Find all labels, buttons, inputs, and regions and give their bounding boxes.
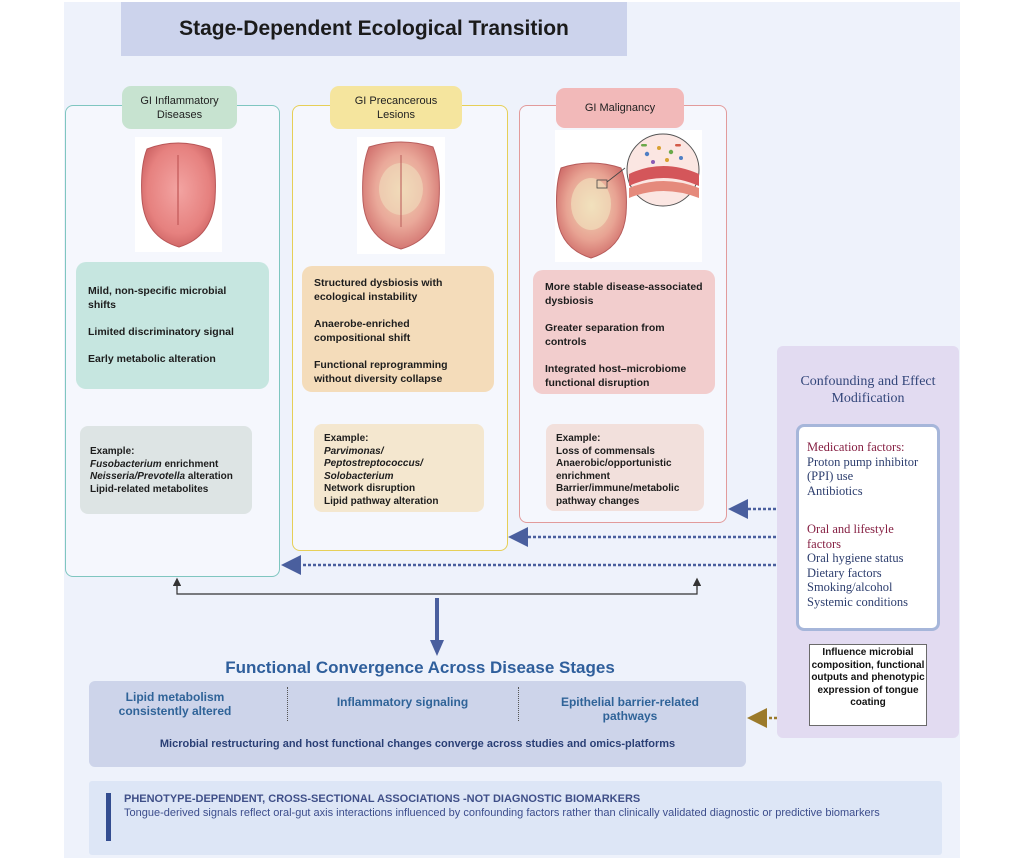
tongue-with-microbiome-magnifier-icon	[556, 133, 700, 259]
stage-precancerous-features: Structured dysbiosis with ecological ins…	[302, 266, 494, 392]
stage-inflammatory-example: Example: Fusobacterium enrichment Neisse…	[80, 426, 252, 514]
tongue-inflammatory-illustration	[135, 137, 222, 252]
example-line: Lipid pathway alteration	[324, 495, 439, 507]
stage-inflammatory-label: GI Inflammatory Diseases	[122, 86, 237, 129]
feature-item: Greater separation from controls	[545, 322, 665, 348]
lifestyle-item: Oral hygiene status	[807, 551, 904, 565]
tongue-precancerous-illustration	[357, 137, 445, 254]
confounding-factors-box: Medication factors: Proton pump inhibito…	[796, 424, 940, 631]
example-label: Example:	[90, 446, 135, 457]
feature-item: Functional reprogramming without diversi…	[314, 359, 448, 385]
lifestyle-item: Systemic conditions	[807, 594, 909, 609]
phenotype-body: Tongue-derived signals reflect oral-gut …	[124, 807, 880, 819]
medication-factors-heading: Medication factors:	[807, 440, 905, 454]
feature-item: Limited discriminatory signal	[88, 326, 234, 338]
convergence-divider	[287, 687, 288, 721]
figure-title: Stage-Dependent Ecological Transition	[179, 17, 569, 40]
confounding-title: Confounding and Effect Modification	[800, 374, 936, 406]
stage-precancerous-example: Example: Parvimonas/ Peptostreptococcus/…	[314, 424, 484, 512]
example-line: Barrier/immune/metabolic pathway changes	[556, 483, 680, 507]
feature-item: More stable disease-associated dysbiosis	[545, 281, 703, 307]
example-line: Loss of commensals	[556, 445, 655, 457]
stage-inflammatory-features: Mild, non-specific microbial shifts Limi…	[76, 262, 269, 389]
stage-malignancy-example: Example: Loss of commensals Anaerobic/op…	[546, 424, 704, 511]
title-banner: Stage-Dependent Ecological Transition	[121, 2, 627, 56]
stage-bracket-line	[176, 583, 698, 595]
stage-malignancy-features: More stable disease-associated dysbiosis…	[533, 270, 715, 394]
medication-item: Proton pump inhibitor (PPI) use	[807, 454, 919, 484]
example-label: Example:	[556, 433, 601, 444]
example-line: Peptostreptococcus/	[324, 458, 423, 469]
phenotype-note: PHENOTYPE-DEPENDENT, CROSS-SECTIONAL ASS…	[124, 792, 924, 820]
feature-item: Structured dysbiosis with ecological ins…	[314, 277, 443, 303]
tongue-malignancy-illustration	[555, 130, 702, 262]
coated-tongue-icon	[362, 141, 440, 250]
convergence-box	[89, 681, 746, 767]
lifestyle-factors-heading: Oral and lifestyle factors	[807, 522, 894, 551]
phenotype-accent-bar	[106, 793, 111, 841]
example-label: Example:	[324, 433, 369, 444]
convergence-item-barrier: Epithelial barrier-related pathways	[560, 695, 700, 723]
example-line: Network disruption	[324, 483, 416, 494]
convergence-item-inflammatory: Inflammatory signaling	[336, 695, 469, 709]
convergence-summary: Microbial restructuring and host functio…	[159, 738, 676, 750]
feature-item: Anaerobe-enriched compositional shift	[314, 318, 411, 344]
feature-item: Mild, non-specific microbial shifts	[88, 285, 227, 311]
convergence-divider	[518, 687, 519, 721]
example-line: Neisseria/Prevotella alteration	[90, 471, 233, 482]
convergence-title: Functional Convergence Across Disease St…	[225, 658, 615, 677]
phenotype-note-box	[89, 781, 942, 855]
feature-item: Integrated host–microbiome functional di…	[545, 363, 687, 389]
medication-item: Antibiotics	[807, 483, 863, 498]
example-line: Fusobacterium enrichment	[90, 458, 219, 470]
phenotype-title: PHENOTYPE-DEPENDENT, CROSS-SECTIONAL ASS…	[124, 793, 641, 805]
stage-malignancy-label: GI Malignancy	[556, 88, 684, 128]
feature-item: Early metabolic alteration	[88, 353, 216, 365]
influence-box: Influence microbial composition, functio…	[809, 644, 927, 726]
example-line: Lipid-related metabolites	[90, 483, 209, 495]
tongue-icon	[141, 142, 216, 248]
lifestyle-item: Smoking/alcohol	[807, 580, 893, 594]
convergence-item-lipid: Lipid metabolism consistently altered	[118, 690, 232, 718]
example-line: Anaerobic/opportunistic enrichment	[556, 458, 672, 482]
example-line: Parvimonas/	[324, 445, 384, 457]
stage-precancerous-label: GI Precancerous Lesions	[330, 86, 462, 129]
lifestyle-item: Dietary factors	[807, 565, 882, 580]
example-line: Solobacterium	[324, 470, 394, 482]
